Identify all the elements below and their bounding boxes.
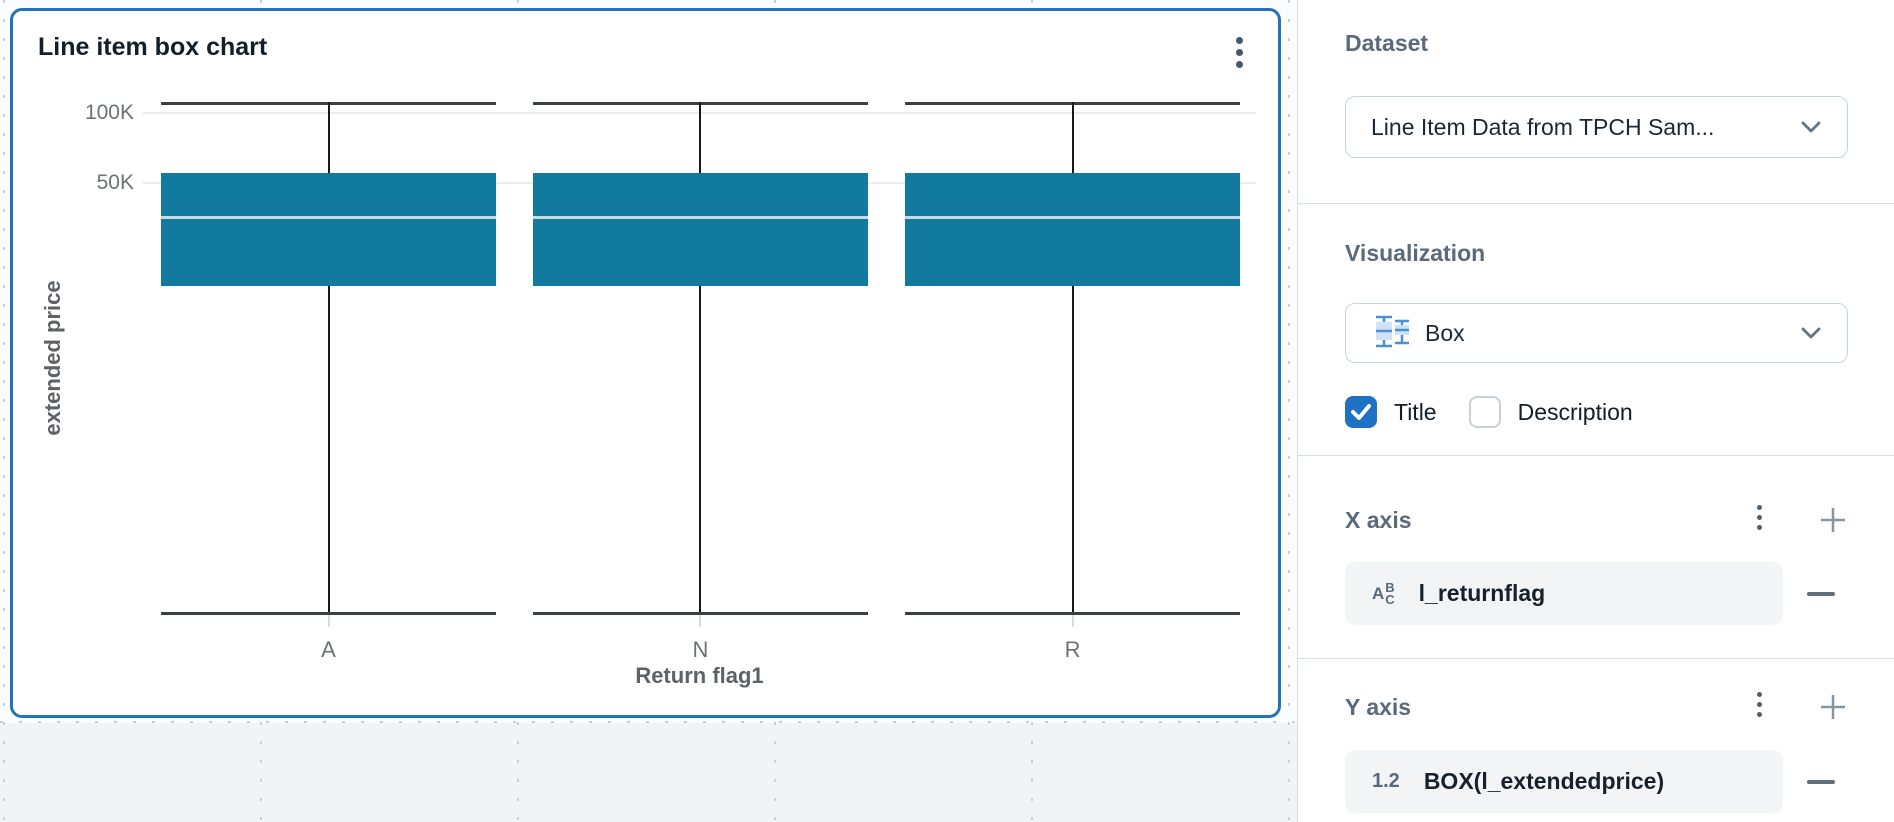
iqr-box (161, 172, 497, 286)
grid-dotted-line (1288, 0, 1290, 822)
canvas-lower-region (0, 723, 1297, 822)
chevron-down-icon (1801, 327, 1821, 339)
box-plot-area: Return flag1 100K 50K A N R (85, 83, 1256, 688)
section-divider (1298, 203, 1894, 204)
chart-menu-kebab-icon[interactable] (1234, 37, 1244, 73)
whisker-top-stem (327, 101, 330, 173)
box-group-N: N (532, 83, 868, 662)
check-icon (1351, 404, 1371, 420)
x-axis-section-label: X axis (1345, 506, 1412, 533)
y-axis-remove-field-icon[interactable] (1807, 768, 1835, 796)
grid-dotted-line (0, 721, 1297, 723)
x-axis-title: Return flag1 (635, 663, 764, 688)
chart-card[interactable]: Line item box chart Return flag1 100K 50K… (10, 8, 1281, 718)
whisker-top-stem (699, 101, 702, 173)
y-tick-label: 50K (96, 170, 134, 194)
visualization-select-value: Box (1425, 319, 1465, 346)
dataset-section-label: Dataset (1345, 30, 1429, 56)
median-line (905, 215, 1240, 219)
visualization-section-label: Visualization (1345, 240, 1486, 266)
median-line (161, 215, 497, 219)
y-axis-menu-kebab-icon[interactable] (1756, 692, 1762, 722)
whisker-bottom-cap (532, 611, 868, 615)
y-axis-add-field-icon[interactable] (1818, 692, 1848, 722)
x-category-label: R (1064, 637, 1081, 662)
title-checkbox-label: Title (1394, 398, 1437, 425)
x-tick-mark (1071, 614, 1074, 627)
section-divider (1298, 658, 1894, 659)
panel-divider (1297, 0, 1298, 822)
x-category-label: A (321, 637, 336, 662)
whisker-top-stem (1071, 101, 1074, 173)
visualization-select[interactable]: Box (1345, 303, 1848, 363)
dataset-select-value: Line Item Data from TPCH Sam... (1371, 113, 1715, 140)
y-axis-section-label: Y axis (1345, 693, 1412, 720)
whisker-bottom-cap (905, 611, 1240, 615)
box-group-R: R (905, 83, 1240, 662)
y-axis-title: extended price (40, 280, 65, 436)
grid-dotted-line (3, 0, 5, 822)
whisker-bottom-stem (699, 286, 702, 612)
element-config-panel: Dataset Line Item Data from TPCH Sam... … (1298, 0, 1894, 822)
median-line (532, 215, 868, 219)
dataset-select[interactable]: Line Item Data from TPCH Sam... (1345, 96, 1848, 158)
y-tick-label: 100K (84, 100, 134, 124)
description-checkbox-label: Description (1517, 398, 1633, 425)
description-checkbox[interactable] (1468, 396, 1501, 428)
whisker-bottom-stem (327, 286, 330, 612)
box-group-A: A (161, 83, 497, 662)
x-tick-mark (699, 614, 702, 627)
iqr-box (905, 172, 1240, 286)
number-type-icon: 1.2 (1372, 770, 1400, 792)
x-axis-remove-field-icon[interactable] (1807, 580, 1835, 608)
y-axis-field-pill[interactable]: 1.2 BOX(l_extendedprice) (1345, 750, 1783, 813)
box-plot-icon (1376, 315, 1409, 348)
x-category-label: N (692, 637, 709, 662)
title-checkbox[interactable] (1345, 396, 1377, 428)
x-axis-menu-kebab-icon[interactable] (1756, 505, 1762, 535)
section-divider (1298, 455, 1894, 456)
workbook-canvas: Line item box chart Return flag1 100K 50K… (0, 0, 1297, 822)
whisker-bottom-stem (1071, 286, 1074, 612)
chart-title: Line item box chart (38, 33, 268, 61)
x-tick-mark (327, 614, 330, 627)
y-axis-field-name: BOX(l_extendedprice) (1423, 768, 1665, 794)
whisker-bottom-cap (161, 611, 497, 615)
iqr-box (532, 172, 868, 286)
x-axis-add-field-icon[interactable] (1818, 505, 1848, 535)
chevron-down-icon (1801, 121, 1821, 133)
x-axis-field-name: l_returnflag (1418, 580, 1546, 606)
